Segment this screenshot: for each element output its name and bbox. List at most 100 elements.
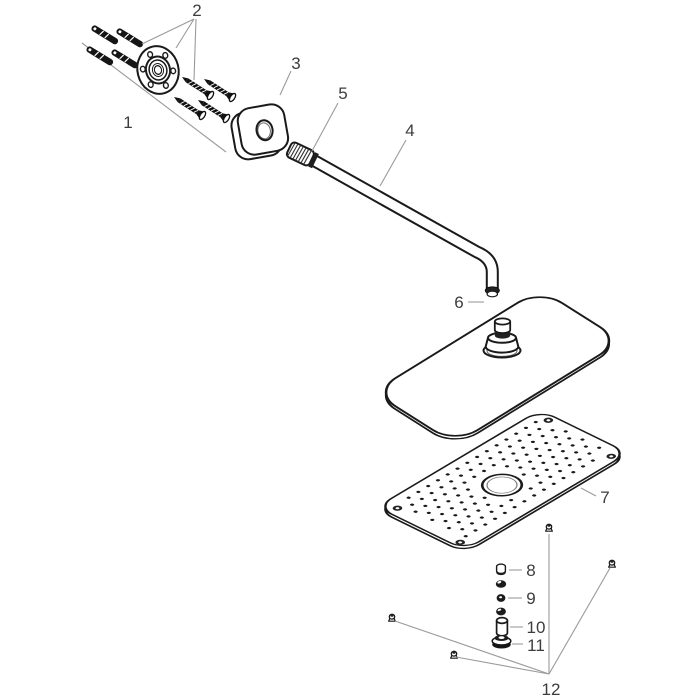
nozzle-dot [533,420,538,424]
nozzle-dot [488,457,493,460]
nozzle-dot [442,493,447,496]
part-labels: 1 2 3 4 5 6 7 8 9 10 11 12 [123,1,609,699]
nozzle-dot [581,465,586,468]
nozzle-dot [570,444,575,447]
nozzle-dot [563,430,568,433]
nozzle-dot [564,457,569,460]
nozzle-dot [522,500,527,503]
seal-part-9 [496,594,506,602]
nozzle-dot [501,458,506,461]
part-label-4: 4 [405,121,414,140]
nozzle-dot [504,438,509,441]
nozzle-dot [512,506,517,509]
nozzle-dot [514,459,519,462]
nozzle-dot [423,504,428,507]
wall-anchor [91,25,119,45]
nozzle-dot [531,467,536,470]
nozzle-dot [528,460,533,463]
nozzle-dot [521,473,526,476]
nozzle-dot [537,427,542,431]
nozzle-dot [439,486,444,489]
mounting-screw [182,77,215,101]
leader-line-4 [379,139,407,187]
nozzle-dot [544,441,549,445]
nozzle-dot [469,495,474,498]
part-label-6: 6 [454,293,463,312]
nozzle-dot [419,497,424,500]
nozzle-dot [463,508,468,511]
plate-screw [608,559,616,568]
nozzle-dot [433,498,438,502]
nozzle-dot [521,446,526,449]
nozzle-dot [449,480,454,483]
leader-line-5 [311,102,339,152]
nozzle-dot [541,461,546,464]
nozzle-dot [469,522,475,525]
nozzle-dot [528,487,533,490]
shower-head-body [384,296,611,440]
part-label-11: 11 [527,636,545,655]
nozzle-dot [465,488,470,491]
nozzle-dot [473,529,478,532]
nozzle-dot [463,535,468,538]
nozzle-dot [465,461,470,464]
part-label-3: 3 [291,54,300,73]
nozzle-dot [462,481,467,484]
nozzle-dot [413,510,418,513]
o-ring-lower [496,607,506,616]
nozzle-dot [491,464,496,467]
part-label-1: 1 [123,113,132,132]
nozzle-dot [489,510,494,513]
nozzle-dot [551,455,556,459]
nozzle-dot [426,511,431,514]
mounting-screws [174,77,237,124]
nozzle-dot [530,440,535,443]
nozzle-dot [455,467,460,470]
part-label-8: 8 [526,561,535,580]
nozzle-dot [410,503,415,506]
wall-flange [136,45,180,95]
nozzle-dot [466,515,471,518]
nozzle-dot [558,469,563,473]
nozzle-dot [430,518,435,521]
wall-anchor [116,28,144,48]
head-connector [482,317,522,359]
nozzle-dot [534,447,539,450]
nozzle-dot [494,444,499,447]
plate-corner-rings [392,417,617,545]
nozzle-dot [460,528,465,531]
o-ring-upper [495,580,507,588]
flange-bolt-hole [147,81,154,89]
nozzle-dot [509,499,514,502]
nozzle-dot [443,519,448,523]
nozzle-dot [449,507,454,510]
flange-bolt-hole [162,51,169,59]
nozzle-dot [446,500,451,503]
leader-line-7 [580,487,597,497]
nozzle-dot [514,432,519,435]
nozzle-dot [567,464,572,467]
cap-part-8 [495,563,507,576]
part-label-9: 9 [526,589,535,608]
nozzle-dot [541,488,546,491]
nozzle-dot [523,426,529,429]
nozzle-dot [426,484,431,488]
nozzle-dot [482,496,487,499]
nozzle-dot [416,490,421,494]
nozzle-dot [540,434,545,438]
leader-line-12b [455,656,550,675]
part-label-7: 7 [600,488,609,507]
nozzle-dot [537,454,542,457]
mounting-screw [198,100,231,124]
nozzle-dot [557,443,562,446]
nozzle-dot [538,481,543,484]
leader-line-12a [394,620,550,675]
nozzle-grid [406,420,602,538]
nozzle-insert-part-10 [495,616,509,637]
nozzle-dot [505,465,510,468]
nozzle-dot [435,479,440,482]
nozzle-dot [472,502,477,505]
part-label-10: 10 [527,618,546,637]
mounting-screw [174,97,207,121]
flange-nut-part-11 [491,635,512,649]
